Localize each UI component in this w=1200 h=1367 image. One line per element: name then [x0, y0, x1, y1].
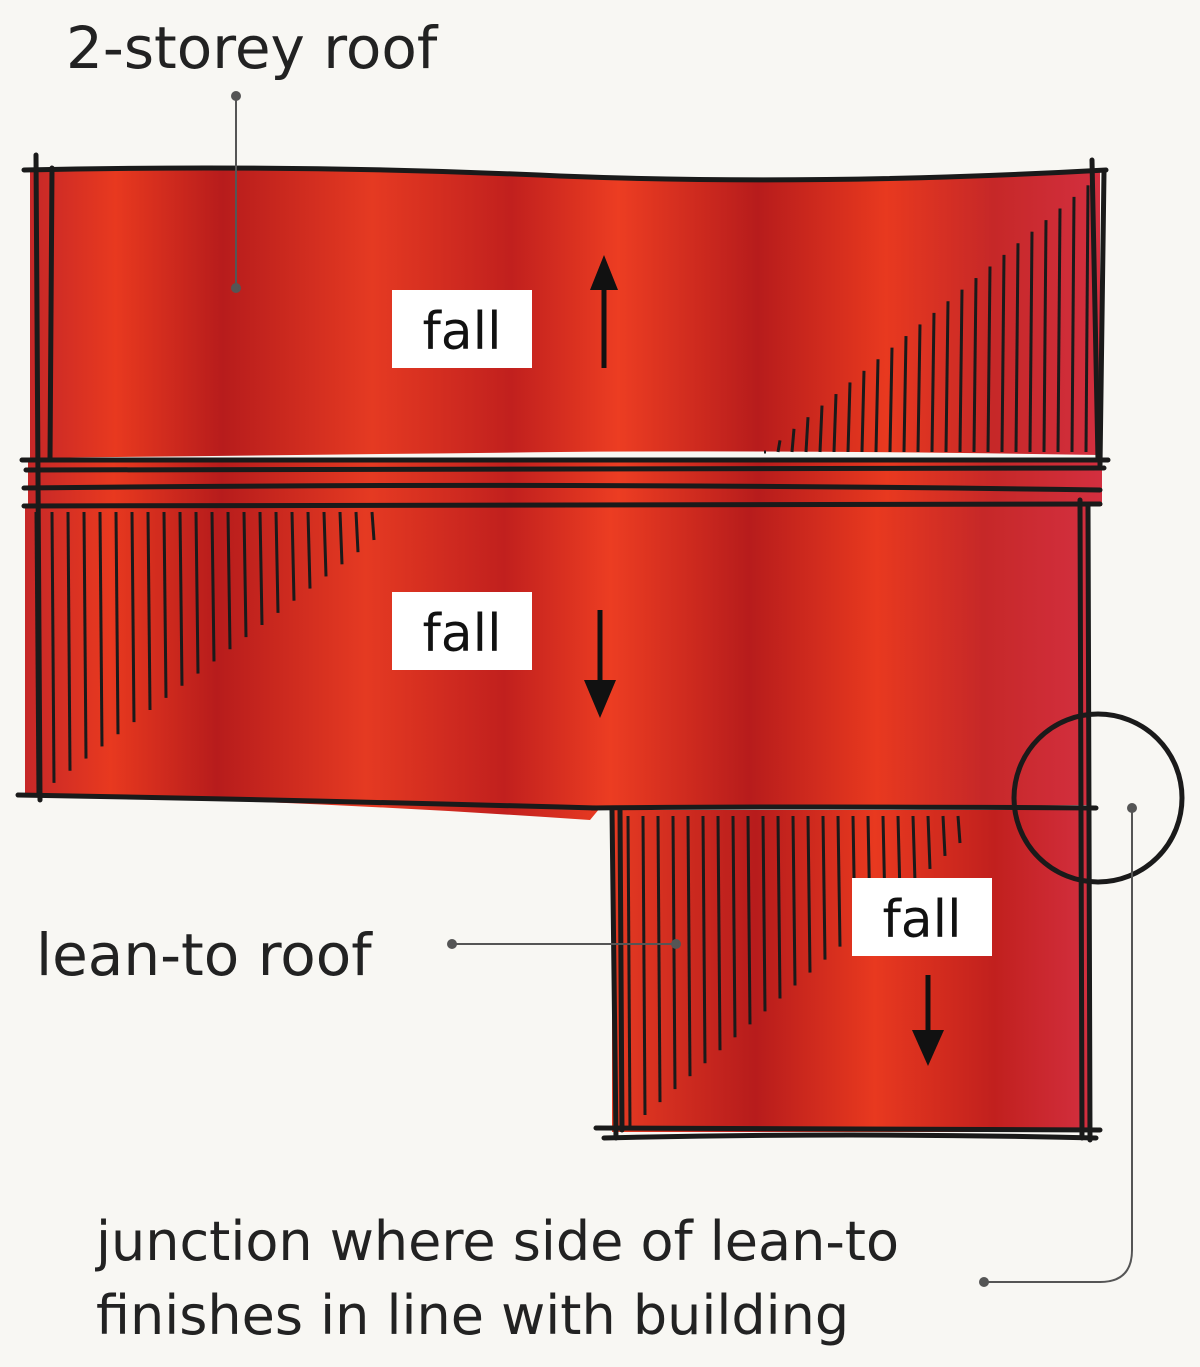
- hatch-stroke: [860, 370, 866, 453]
- hatching-lean-to: [626, 815, 962, 1129]
- hatch-stroke: [146, 511, 152, 711]
- hatch-stroke: [958, 289, 964, 453]
- hatch-stroke: [178, 511, 184, 686]
- two-storey-roof-label: 2-storey roof: [66, 14, 439, 82]
- hatch-stroke: [818, 405, 824, 453]
- hatch-stroke: [916, 324, 922, 453]
- hatch-stroke: [194, 511, 200, 674]
- hatch-stroke: [701, 815, 707, 1064]
- upper-roof-slope: [30, 169, 1100, 459]
- hatch-stroke: [944, 301, 950, 453]
- hatch-stroke: [930, 312, 936, 453]
- hatch-stroke: [66, 511, 72, 771]
- hatch-stroke: [776, 815, 782, 999]
- lean-to-roof: [612, 810, 1090, 1132]
- hatch-stroke: [370, 511, 376, 541]
- lower-roof-slope: [25, 505, 1090, 820]
- leader-lines: [231, 91, 1137, 1287]
- hatch-stroke: [50, 511, 56, 783]
- hatch-stroke: [746, 815, 752, 1025]
- hatch-stroke: [832, 393, 838, 453]
- hatch-stroke: [641, 815, 647, 1116]
- hatch-stroke: [354, 511, 360, 553]
- hatch-stroke: [626, 815, 632, 1129]
- hatch-stroke: [836, 815, 842, 947]
- junction-caption-line2: finishes in line with building: [96, 1284, 849, 1347]
- fall-lean-to-label: fall: [882, 890, 961, 950]
- hatch-stroke: [338, 511, 344, 565]
- hatch-stroke: [956, 815, 962, 844]
- hatch-stroke: [162, 511, 168, 698]
- hatch-stroke: [226, 511, 232, 650]
- hatch-stroke: [874, 359, 880, 453]
- hatch-stroke: [1056, 208, 1062, 453]
- hatch-stroke: [926, 815, 932, 869]
- hatch-stroke: [1070, 196, 1076, 453]
- hatch-stroke: [806, 815, 812, 973]
- hatching-upper-right: [764, 185, 1090, 454]
- hatch-stroke: [306, 511, 312, 589]
- hatch-stroke: [902, 336, 908, 453]
- hatch-stroke: [82, 511, 88, 759]
- hatch-stroke: [790, 428, 796, 453]
- hatch-stroke: [656, 815, 662, 1103]
- hatch-stroke: [716, 815, 722, 1051]
- hatching-lower-left: [34, 511, 376, 796]
- hatch-stroke: [776, 440, 782, 453]
- hatch-stroke: [846, 382, 852, 453]
- hatch-stroke: [1014, 243, 1020, 453]
- arrow-down-lean-to-icon: [912, 975, 944, 1066]
- arrow-up-icon: [590, 255, 618, 368]
- fall-upper-box: [392, 290, 532, 368]
- hatch-stroke: [671, 815, 677, 1090]
- hatch-stroke: [911, 815, 917, 882]
- fall-lower-label: fall: [422, 604, 501, 664]
- hatch-stroke: [114, 511, 120, 735]
- lean-to-roof-label: lean-to roof: [36, 921, 373, 989]
- arrow-down-icon: [584, 610, 616, 718]
- junction-caption-line1: junction where side of lean-to: [95, 1210, 899, 1273]
- hatch-stroke: [1084, 185, 1090, 453]
- fall-lean-to-box: [852, 878, 992, 956]
- fall-lower-box: [392, 592, 532, 670]
- hatch-stroke: [290, 511, 296, 601]
- fall-upper-label: fall: [422, 302, 501, 362]
- hatch-stroke: [821, 815, 827, 960]
- hatch-stroke: [686, 815, 692, 1077]
- hatch-stroke: [1028, 231, 1034, 453]
- hatch-stroke: [761, 815, 767, 1012]
- hatch-stroke: [972, 278, 978, 453]
- hatch-stroke: [1000, 254, 1006, 453]
- roof-outline: [15, 152, 1111, 1143]
- hatch-stroke: [322, 511, 328, 577]
- hatch-stroke: [986, 266, 992, 453]
- hatch-stroke: [804, 417, 810, 453]
- hatch-stroke: [1042, 220, 1048, 453]
- junction-circle: [1011, 711, 1185, 885]
- hatch-stroke: [791, 815, 797, 986]
- hatch-stroke: [888, 347, 894, 453]
- hatch-stroke: [941, 815, 947, 857]
- hatch-stroke: [242, 511, 248, 638]
- hatch-stroke: [130, 511, 136, 723]
- hatch-stroke: [258, 511, 264, 626]
- hatch-stroke: [210, 511, 216, 662]
- hatch-stroke: [731, 815, 737, 1038]
- hatch-stroke: [98, 511, 104, 747]
- hatch-stroke: [274, 511, 280, 613]
